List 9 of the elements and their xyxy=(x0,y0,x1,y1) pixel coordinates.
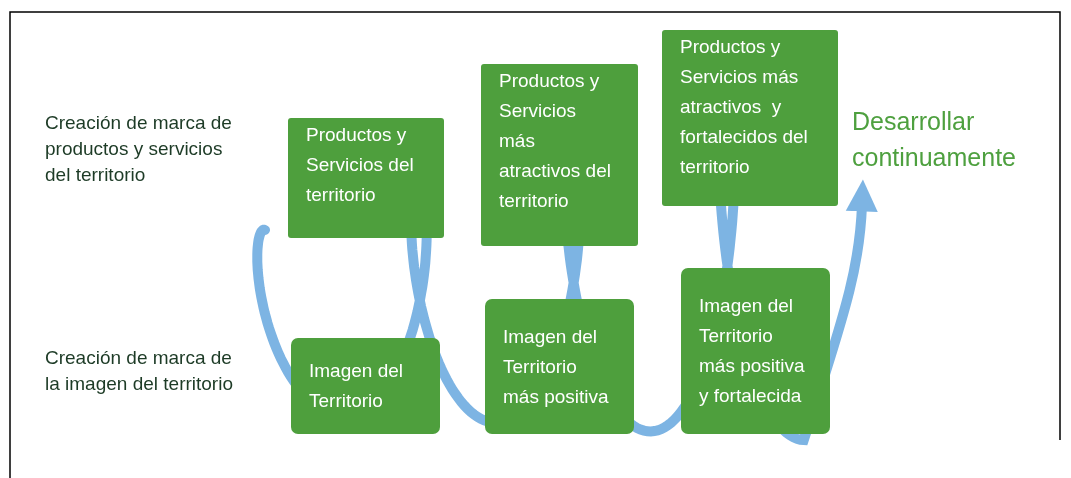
text-box: Imagen del Territorio xyxy=(291,338,440,434)
outcome-text: Desarrollar continuamente xyxy=(852,106,1017,173)
text-box: Imagen del Territorio más positiva xyxy=(485,299,634,434)
text-box: Productos y Servicios más atractivos del territorio xyxy=(481,64,638,246)
text-box: Productos y Servicios del territorio xyxy=(288,118,444,238)
text-box: Imagen del Territorio más positiva y fortalecida xyxy=(681,268,830,434)
row-label: Creación de marca de productos y servicios del territorio xyxy=(45,111,233,187)
text-box: Productos y Servicios más atractivos y fortalecidos del territorio xyxy=(662,30,838,206)
row-label: Creación de marca de la imagen del territorio xyxy=(45,346,234,396)
